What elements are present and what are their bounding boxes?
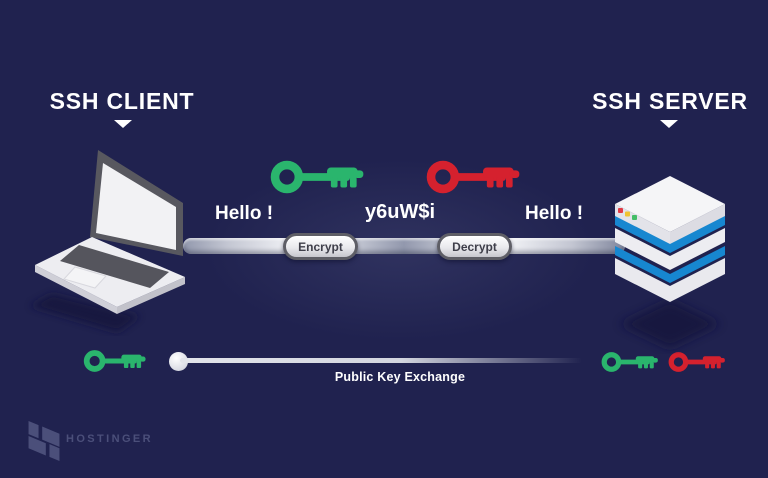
encrypted-message: y6uW$i [364, 201, 436, 223]
exchange-line-dot [169, 352, 188, 371]
laptop-shadow [30, 294, 140, 332]
decrypt-button[interactable]: Decrypt [437, 233, 512, 260]
laptop-illustration [30, 150, 185, 332]
laptop-base-edge-left [35, 265, 117, 314]
server-slab-1-right-face [670, 204, 725, 244]
status-light-green-icon [632, 215, 637, 220]
server-shadow [620, 300, 720, 348]
laptop-keyboard [60, 245, 169, 288]
laptop-screen [96, 163, 176, 250]
server-slab-3 [615, 258, 725, 302]
session-key-green-icon [269, 156, 366, 198]
server-stack-illustration [615, 176, 725, 348]
hello-message-client: Hello ! [214, 203, 274, 224]
status-light-yellow-icon [625, 211, 630, 217]
decrypt-button-label: Decrypt [452, 239, 497, 254]
status-light-red-icon [618, 208, 623, 213]
encrypt-button[interactable]: Encrypt [283, 233, 358, 260]
server-slab-2 [615, 228, 725, 270]
laptop-trackpad [63, 266, 107, 289]
ssh-server-title: SSH SERVER [592, 88, 748, 114]
hostinger-brand-name: HOSTINGER [66, 433, 153, 445]
client-down-arrow-icon [114, 120, 132, 128]
hello-message-server: Hello ! [524, 203, 584, 224]
encrypted-channel-pipe [183, 238, 625, 254]
server-down-arrow-icon [660, 120, 678, 128]
server-slab-1-top-face [615, 176, 725, 232]
public-key-client-icon [83, 347, 147, 375]
public-key-exchange-line [180, 358, 582, 363]
ssh-client-title: SSH CLIENT [49, 88, 195, 114]
session-key-red-icon [425, 156, 522, 198]
public-key-exchange-label: Public Key Exchange [334, 370, 466, 384]
server-stripe-1 [615, 215, 725, 253]
laptop-base-edge-right [117, 277, 185, 314]
encrypt-button-label: Encrypt [298, 239, 343, 254]
hostinger-logo-icon [28, 421, 60, 461]
server-stripe-2 [615, 246, 725, 283]
